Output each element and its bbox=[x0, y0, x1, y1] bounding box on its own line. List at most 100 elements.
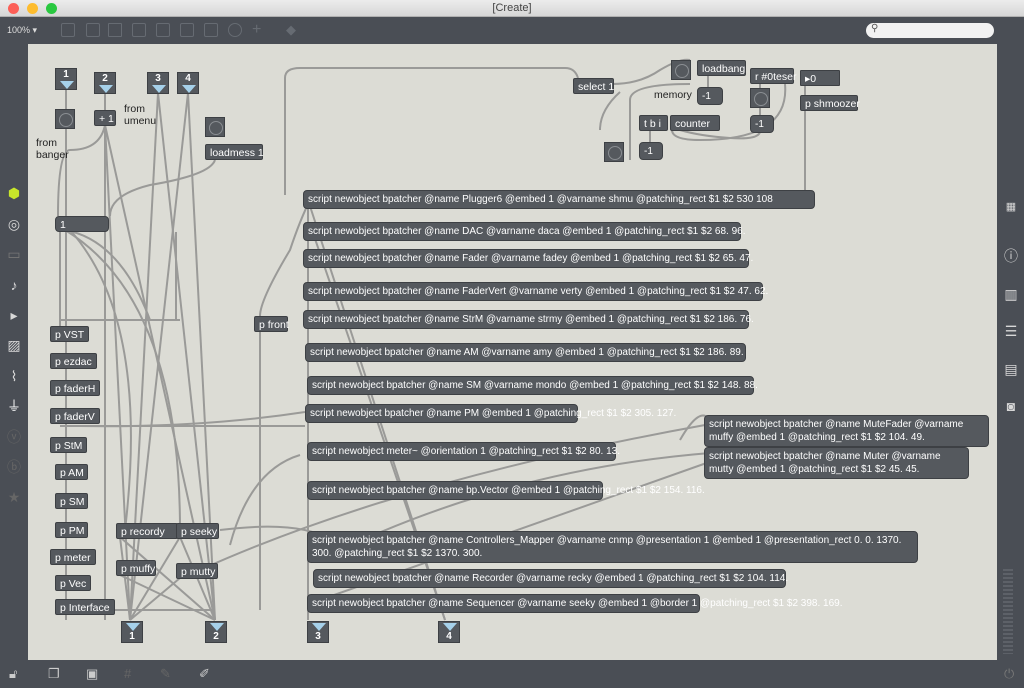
trigger-object[interactable]: t b i bbox=[639, 115, 668, 131]
message-minus-one[interactable]: -1 bbox=[639, 142, 663, 160]
patcher-canvas[interactable]: 1 2 3 4 1 2 3 4 from banger + 1 from ume… bbox=[28, 44, 997, 660]
image-icon[interactable]: ▨ bbox=[7, 337, 21, 353]
receive-object[interactable]: r #0teser bbox=[750, 68, 796, 84]
bang-button[interactable] bbox=[604, 142, 624, 162]
info-icon[interactable]: ⓘ bbox=[1004, 248, 1018, 264]
script-message-controllers-mapper[interactable]: script newobject bpatcher @name Controll… bbox=[307, 531, 918, 563]
grid-snap-icon[interactable]: # bbox=[124, 666, 132, 681]
presentation-icon[interactable]: ❐ bbox=[48, 666, 60, 681]
wrench-icon[interactable]: ✐ bbox=[199, 666, 210, 681]
plus-object[interactable]: + 1 bbox=[94, 110, 116, 126]
script-message-sequencer[interactable]: script newobject bpatcher @name Sequence… bbox=[307, 594, 843, 613]
inlet-4[interactable]: 4 bbox=[177, 72, 199, 94]
toggle-object-icon[interactable] bbox=[156, 23, 170, 37]
subpatch-mutty[interactable]: p mutty bbox=[176, 563, 218, 579]
script-message-pm[interactable]: script newobject bpatcher @name PM @embe… bbox=[305, 404, 676, 423]
slider-object-icon[interactable] bbox=[204, 23, 218, 37]
bang-button[interactable] bbox=[55, 109, 75, 129]
script-message-plugger[interactable]: script newobject bpatcher @name Plugger6… bbox=[303, 190, 815, 209]
shmoozer-object[interactable]: p shmoozer bbox=[800, 95, 860, 111]
vizzie-icon[interactable]: ⓥ bbox=[7, 429, 21, 445]
cube-icon[interactable]: ⬢ bbox=[7, 185, 21, 201]
subpatch-muffy[interactable]: p muffy bbox=[116, 560, 156, 576]
script-message-fadervert[interactable]: script newobject bpatcher @name FaderVer… bbox=[303, 282, 768, 301]
select-object[interactable]: select 1 bbox=[573, 78, 614, 94]
subpatch-stm[interactable]: p StM bbox=[50, 437, 88, 453]
power-icon[interactable]: ⏻ bbox=[1004, 666, 1015, 681]
loadmess-object[interactable]: loadmess 1 bbox=[205, 144, 264, 160]
button-object-icon[interactable] bbox=[132, 23, 146, 37]
subpatch-am[interactable]: p AM bbox=[55, 464, 88, 480]
script-message-vector[interactable]: script newobject bpatcher @name bp.Vecto… bbox=[307, 481, 705, 500]
outlet-arrow-icon bbox=[312, 623, 326, 631]
script-message-muter[interactable]: script newobject bpatcher @name Muter @v… bbox=[704, 447, 969, 479]
outlet-4[interactable]: 4 bbox=[438, 621, 460, 643]
keyboard-icon[interactable]: ▭ bbox=[7, 246, 21, 262]
lock-icon[interactable]: 🔓︎ bbox=[9, 666, 18, 681]
subpatch-seeky[interactable]: p seeky bbox=[176, 523, 219, 539]
subpatch-recordy[interactable]: p recordy bbox=[116, 523, 178, 539]
counter-object[interactable]: counter bbox=[670, 115, 720, 131]
target-icon[interactable]: ◎ bbox=[7, 216, 21, 232]
close-button[interactable] bbox=[8, 3, 19, 14]
inlet-2[interactable]: 2 bbox=[94, 72, 116, 94]
star-icon[interactable]: ★ bbox=[7, 489, 21, 505]
script-message-strm[interactable]: script newobject bpatcher @name StrM @va… bbox=[303, 310, 754, 329]
script-message-meter[interactable]: script newobject meter~ @orientation 1 @… bbox=[307, 442, 620, 461]
projector-icon[interactable]: ▣ bbox=[86, 666, 99, 681]
title-bar: [Create] bbox=[0, 0, 1024, 17]
subpatch-sm[interactable]: p SM bbox=[55, 493, 88, 509]
beap-icon[interactable]: ⓑ bbox=[7, 459, 21, 475]
camera-icon[interactable]: ◙ bbox=[1006, 398, 1016, 414]
plug-icon[interactable]: ⏚ bbox=[7, 398, 21, 414]
script-message-sm[interactable]: script newobject bpatcher @name SM @varn… bbox=[307, 376, 758, 395]
reference-icon[interactable]: ▤ bbox=[1004, 361, 1018, 377]
outlet-3[interactable]: 3 bbox=[307, 621, 329, 643]
message-minus-one[interactable]: -1 bbox=[750, 115, 774, 133]
subpatch-meter[interactable]: p meter bbox=[50, 549, 96, 565]
number-box[interactable]: ▸0 bbox=[800, 70, 840, 86]
subpatch-faderh[interactable]: p faderH bbox=[50, 380, 101, 396]
inlet-1[interactable]: 1 bbox=[55, 68, 77, 90]
right-sidebar: ▦ ⓘ ▥ ☰ ▤ ◙ bbox=[997, 44, 1024, 660]
subpatch-vst[interactable]: p VST bbox=[50, 326, 90, 342]
outlet-2[interactable]: 2 bbox=[205, 621, 227, 643]
new-message-icon[interactable] bbox=[86, 23, 100, 37]
grid-icon[interactable]: ▦ bbox=[1005, 201, 1017, 213]
script-message-recorder[interactable]: script newobject bpatcher @name Recorder… bbox=[313, 569, 788, 588]
script-message-dac[interactable]: script newobject bpatcher @name DAC @var… bbox=[303, 222, 746, 241]
outlet-1[interactable]: 1 bbox=[121, 621, 143, 643]
bang-button[interactable] bbox=[205, 117, 225, 137]
loadbang-object[interactable]: loadbang bbox=[697, 60, 746, 76]
bang-button[interactable] bbox=[671, 60, 691, 80]
subpatch-faderv[interactable]: p faderV bbox=[50, 408, 100, 424]
search-input[interactable]: ⚲ bbox=[866, 23, 994, 38]
paint-bucket-icon[interactable]: ◆ bbox=[286, 22, 296, 37]
new-object-icon[interactable] bbox=[61, 23, 75, 37]
paperclip-icon[interactable]: ⌇ bbox=[10, 368, 18, 384]
subpatch-vec[interactable]: p Vec bbox=[55, 575, 92, 591]
book-icon[interactable]: ▥ bbox=[1004, 286, 1018, 302]
inlet-3[interactable]: 3 bbox=[147, 72, 169, 94]
plus-icon[interactable]: + bbox=[252, 21, 262, 38]
zoom-button[interactable] bbox=[46, 3, 57, 14]
music-note-icon[interactable]: ♪ bbox=[10, 277, 18, 293]
script-message-am[interactable]: script newobject bpatcher @name AM @varn… bbox=[305, 343, 746, 362]
new-comment-icon[interactable] bbox=[108, 23, 122, 37]
bang-button[interactable] bbox=[750, 88, 770, 108]
number-box[interactable]: 1 bbox=[55, 216, 109, 232]
paperclip-add-icon[interactable]: ✎ bbox=[160, 666, 171, 681]
media-play-icon[interactable]: ▸ bbox=[10, 307, 18, 323]
front-object[interactable]: p front bbox=[254, 316, 289, 332]
number-object-icon[interactable] bbox=[180, 23, 194, 37]
dial-object-icon[interactable] bbox=[228, 23, 242, 37]
message-minus-one[interactable]: -1 bbox=[697, 87, 723, 105]
script-message-mutefader[interactable]: script newobject bpatcher @name MuteFade… bbox=[704, 415, 989, 447]
zoom-level-dropdown[interactable]: 100% ▾ bbox=[7, 25, 38, 35]
minimize-button[interactable] bbox=[27, 3, 38, 14]
subpatch-ezdac[interactable]: p ezdac bbox=[50, 353, 97, 369]
script-message-fader[interactable]: script newobject bpatcher @name Fader @v… bbox=[303, 249, 753, 268]
list-icon[interactable]: ☰ bbox=[1004, 323, 1018, 339]
subpatch-interface[interactable]: p Interface bbox=[55, 599, 115, 615]
subpatch-pm[interactable]: p PM bbox=[55, 522, 88, 538]
